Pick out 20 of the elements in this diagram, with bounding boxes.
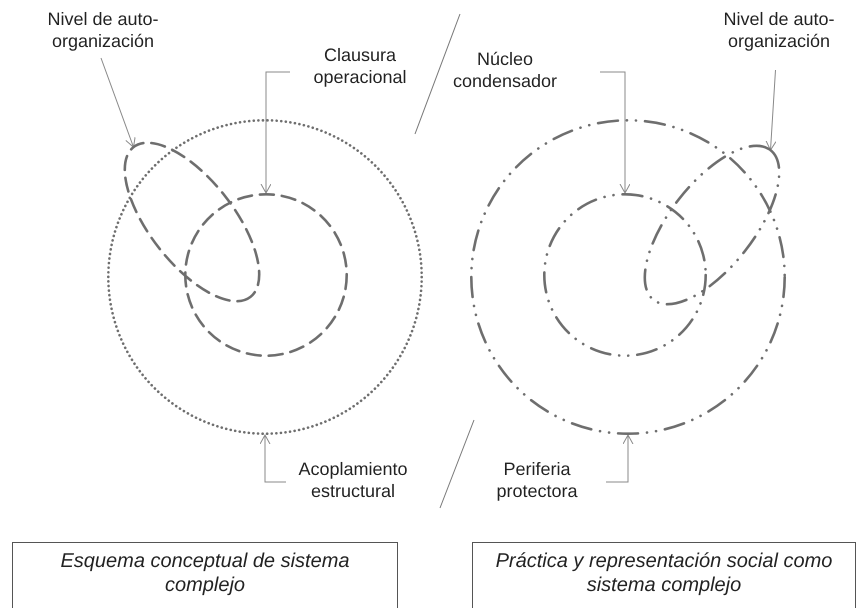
callout-label: Acoplamiento estructural: [286, 458, 420, 508]
leader-line: [600, 72, 630, 194]
callout-label: Nivel de auto-organización: [704, 8, 854, 58]
leader-line: [606, 434, 634, 482]
callout-label: Núcleo condensador: [440, 48, 600, 98]
leader-line: [260, 72, 290, 194]
leader-line: [260, 434, 286, 482]
leader-line: [100, 58, 136, 148]
callout-label: Clausura operacional: [290, 44, 422, 94]
dashed-circle: [184, 193, 348, 357]
caption-text: Práctica y representación social como sistema complejo: [494, 549, 834, 597]
dotted-circle: [107, 119, 423, 435]
callout-label: Periferia protectora: [468, 458, 606, 508]
dash-dot-circle: [543, 193, 707, 357]
caption-text: Esquema conceptual de sistema complejo: [59, 549, 351, 597]
caption-box: [12, 542, 398, 608]
callout-label: Nivel de auto-organización: [28, 8, 178, 58]
dash-dot-circle: [470, 119, 786, 435]
caption-box: [472, 542, 856, 608]
leader-line: [766, 70, 777, 151]
